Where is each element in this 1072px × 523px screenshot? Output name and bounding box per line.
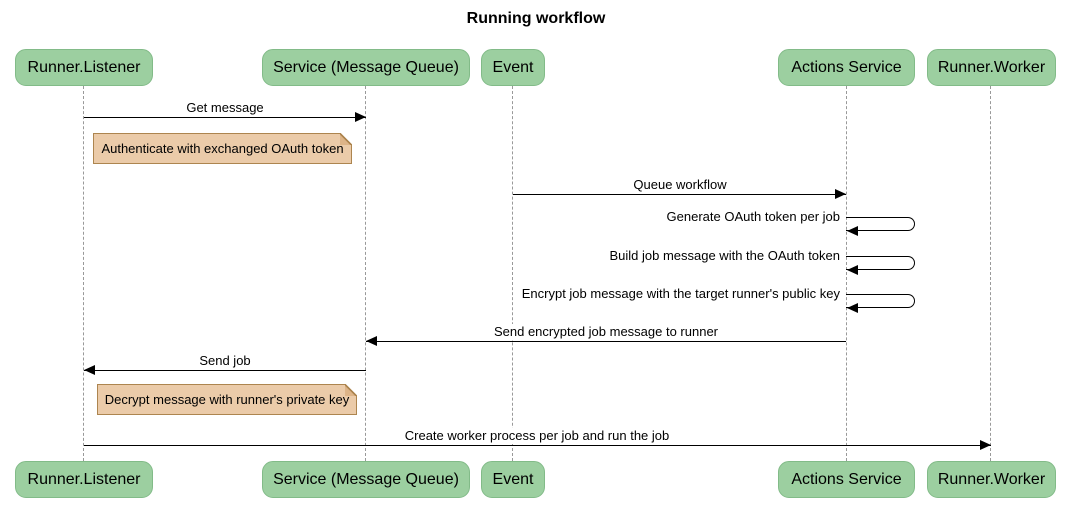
actor-label: Runner.Listener [27,470,141,488]
note-decrypt-message: Decrypt message with runner's private ke… [97,384,357,415]
message-label-send-job: Send job [196,353,254,369]
actor-label: Runner.Worker [937,470,1046,488]
arrowhead-right-icon [980,440,991,450]
actor-label: Service (Message Queue) [273,470,459,488]
arrowhead-left-icon [84,365,95,375]
message-label-queue-workflow: Queue workflow [630,177,730,193]
actor-runner-worker-top: Runner.Worker [927,49,1056,86]
note-fold-icon [345,384,357,396]
actor-service-message-queue-bottom: Service (Message Queue) [262,461,470,498]
lifeline-actions-service [846,86,847,461]
message-arrow-get-message [84,117,366,118]
actor-event-top: Event [481,49,545,86]
actor-label: Runner.Listener [27,58,141,76]
diagram-title: Running workflow [466,10,606,27]
message-label-create-worker-process: Create worker process per job and run th… [401,428,673,444]
lifeline-service-message-queue [365,86,366,461]
note-authenticate-oauth: Authenticate with exchanged OAuth token [93,133,352,164]
self-loop-arrow [846,294,915,308]
actor-runner-listener-bottom: Runner.Listener [15,461,153,498]
actor-event-bottom: Event [481,461,545,498]
message-arrow-send-job [84,370,366,371]
message-arrow-queue-workflow [513,194,846,195]
arrowhead-left-icon [366,336,377,346]
actor-label: Service (Message Queue) [273,58,459,76]
note-fold-icon [340,133,352,145]
lifeline-runner-listener [83,86,84,461]
message-label-generate-oauth-token: Generate OAuth token per job [666,209,840,224]
arrowhead-left-icon [847,265,858,275]
self-loop-arrow [846,217,915,231]
lifeline-runner-worker [990,86,991,461]
actor-label: Event [492,58,534,76]
note-text: Authenticate with exchanged OAuth token [101,141,344,156]
message-label-encrypt-job-message: Encrypt job message with the target runn… [521,286,840,301]
actor-actions-service-top: Actions Service [778,49,915,86]
actor-runner-worker-bottom: Runner.Worker [927,461,1056,498]
actor-actions-service-bottom: Actions Service [778,461,915,498]
actor-label: Runner.Worker [937,58,1046,76]
message-label-build-job-message: Build job message with the OAuth token [609,248,840,263]
arrowhead-left-icon [847,303,858,313]
message-arrow-create-worker-process [84,445,991,446]
actor-label: Actions Service [791,470,902,488]
actor-label: Event [492,470,534,488]
note-text: Decrypt message with runner's private ke… [104,392,350,407]
actor-label: Actions Service [791,58,902,76]
message-label-send-encrypted-job: Send encrypted job message to runner [490,324,722,340]
arrowhead-left-icon [847,226,858,236]
actor-runner-listener-top: Runner.Listener [15,49,153,86]
message-label-get-message: Get message [183,100,267,116]
arrowhead-right-icon [355,112,366,122]
message-arrow-send-encrypted-job [366,341,846,342]
actor-service-message-queue-top: Service (Message Queue) [262,49,470,86]
lifeline-event [512,86,513,461]
arrowhead-right-icon [835,189,846,199]
self-loop-arrow [846,256,915,270]
